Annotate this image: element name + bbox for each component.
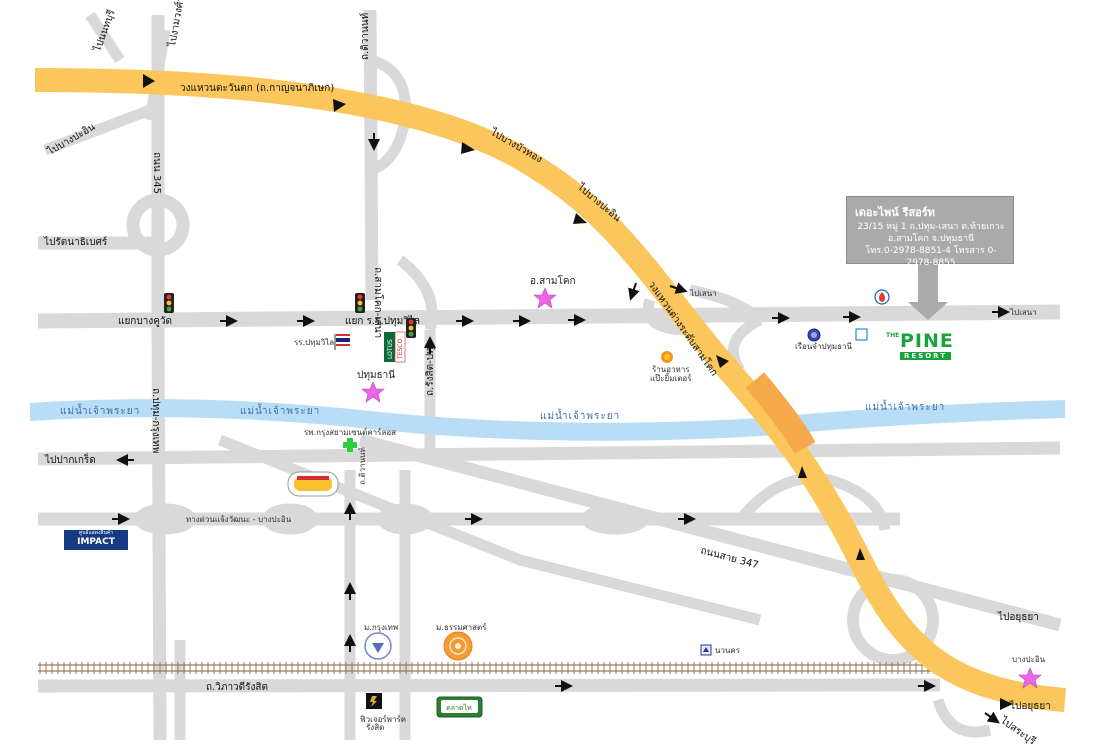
university-seal-icon xyxy=(364,632,392,660)
place-thammasat: ม.ธรรมศาสตร์ xyxy=(436,622,487,632)
label-to-sena-1: ไปเสนา xyxy=(689,289,717,298)
label-khlong-rangsit: ถ.ติวานนท์ xyxy=(357,447,367,485)
gas-station-icon xyxy=(874,289,890,305)
lotus-tesco-logo: LOTUS TESCO xyxy=(384,331,406,363)
resort-address-line2: อ.สามโคก จ.ปทุมธานี xyxy=(887,234,975,244)
restaurant-marker-icon xyxy=(661,351,673,363)
place-pathum-wilai-school: รร.ปทุมวิไล xyxy=(294,338,334,347)
railway xyxy=(38,662,940,674)
place-bang-pa-in: บางปะอิน xyxy=(1012,655,1046,664)
label-to-bang-pa-in-left: ไปบางปะอิน xyxy=(45,121,98,158)
future-park-logo xyxy=(366,693,382,709)
flag-icon xyxy=(334,334,350,350)
river-label-2: แม่น้ำเจ้าพระยา xyxy=(240,403,320,417)
pine-logo-sub: RESORT xyxy=(900,352,952,360)
label-sam-khok-road: ถ.สามโคก-เสนา xyxy=(372,267,385,338)
label-to-sena-2: ไปเสนา xyxy=(1009,308,1037,317)
market-logo-text: ตลาดไท xyxy=(446,703,472,712)
place-bangkok-univ: ม.กรุงเทพ xyxy=(364,623,398,632)
label-road-345: ถนน 345 xyxy=(151,152,162,194)
place-sam-khok: อ.สามโคก xyxy=(530,274,576,287)
star-marker-icon xyxy=(361,381,385,403)
ring-road xyxy=(34,68,1066,712)
lotus-logo-text: LOTUS xyxy=(387,339,394,359)
road-arrows xyxy=(112,133,1010,724)
prison-seal-icon xyxy=(807,328,821,342)
resort-info-box: เดอะไพน์ รีสอร์ท 23/15 หมู่ 1 ถ.ปทุม-เสน… xyxy=(846,196,1014,268)
label-chaeng-wattana: ทางด่วนแจ้งวัฒนะ - บางปะอิน xyxy=(186,515,292,524)
place-bangkok-hospital: รพ.กรุงสยามเซนต์คาร์ลอส xyxy=(304,427,396,437)
label-bang-kudi-jct: แยกบางคูวัด xyxy=(118,316,172,327)
label-to-ngam-wong-wan: ไปงามวงศ์วาน xyxy=(166,0,189,49)
resort-address-line1: 23/15 หมู่ 1 ถ.ปทุม-เสนา ต.ท้ายเกาะ xyxy=(857,222,1005,232)
label-tiwanon-top: ถ.ติวานนท์ xyxy=(359,13,371,60)
university-seal-icon xyxy=(443,631,473,661)
label-to-rat: ไปรัตนาธิเบศร์ xyxy=(43,236,108,248)
label-pathum-wilai-jct: แยก ร.ร.ปทุมวิไล xyxy=(345,315,420,327)
river-label-3: แม่น้ำเจ้าพระยา xyxy=(540,408,620,422)
label-to-ayutthaya-2: ไปอยุธยา xyxy=(1009,700,1051,712)
resort-phone: โทร.0-2978-8851-4 โทรสาร 0-2978-8855 xyxy=(865,246,997,268)
place-muang-pathum: เรือนจำปทุมธานี xyxy=(795,342,852,351)
mall-logo xyxy=(287,471,339,497)
ring-road-highlight xyxy=(745,372,816,454)
label-rangsit-pathum: ถ.รังสิต-ปทุม xyxy=(425,341,436,396)
label-to-ayutthaya-1: ไปอยุธยา xyxy=(997,611,1039,623)
place-restaurant: ร้านอาหารแป๊ะยิ้มเตอร์ xyxy=(650,365,692,383)
impact-logo: ศูนย์แสดงสินค้า IMPACT xyxy=(64,530,128,550)
place-pathum-thani: ปทุมธานี xyxy=(357,369,395,381)
label-to-pak-kret: ไปปากเกร็ด xyxy=(44,452,96,466)
ring-road-arrows xyxy=(143,74,1013,710)
ring-road-label: วงแหวนตะวันตก (ถ.กาญจนาภิเษก) xyxy=(180,83,334,94)
river-label-1: แม่น้ำเจ้าพระยา xyxy=(60,403,140,417)
traffic-light-icon xyxy=(164,293,174,313)
impact-logo-top: ศูนย์แสดงสินค้า xyxy=(78,530,114,536)
label-to-saraburi: ไปสระบุรี xyxy=(997,714,1038,748)
star-marker-icon xyxy=(1018,667,1042,689)
tesco-logo-text: TESCO xyxy=(397,339,404,360)
bank-logo-icon xyxy=(855,328,868,341)
place-future-park: ฟิวเจอร์พาร์ครังสิต xyxy=(360,714,406,732)
star-marker-icon xyxy=(533,287,557,309)
traffic-light-icon xyxy=(406,318,416,338)
hospital-cross-icon xyxy=(343,438,357,452)
place-nawanakorn: นวนคร xyxy=(715,646,741,655)
market-logo: ตลาดไท xyxy=(436,696,483,718)
pine-resort-logo: THE PINE RESORT xyxy=(886,332,964,362)
river-label-4: แม่น้ำเจ้าพระยา xyxy=(865,399,945,413)
info-pointer-arrow xyxy=(908,264,948,320)
label-vibhavadi: ถ.วิภาวดีรังสิต xyxy=(206,681,268,693)
pine-logo-word: PINE xyxy=(900,330,954,352)
traffic-light-icon xyxy=(355,293,365,313)
nawanakorn-logo-icon xyxy=(700,644,712,656)
impact-logo-word: IMPACT xyxy=(77,537,115,547)
label-pathum-bangkok: ถ.ปทุม-กรุงเทพ xyxy=(150,388,161,453)
pine-logo-the: THE xyxy=(886,332,900,339)
resort-name: เดอะไพน์ รีสอร์ท xyxy=(855,206,935,219)
